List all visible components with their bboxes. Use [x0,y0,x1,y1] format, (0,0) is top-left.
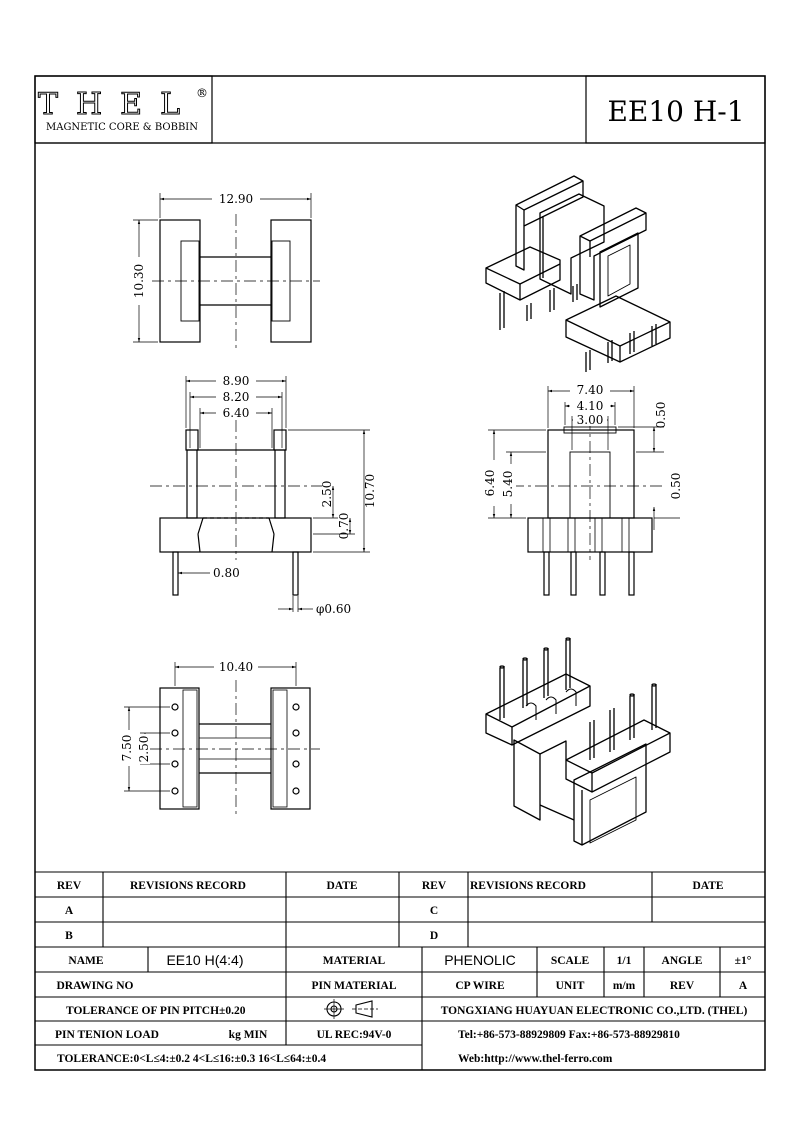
date-header: DATE [326,880,357,892]
dim-side-h3: 6.40 [483,470,497,497]
material-value: PHENOLIC [444,952,516,968]
unit-label: UNIT [556,980,585,992]
part-number: EE10 H-1 [607,95,744,128]
logo: THEL ® MAGNETIC CORE & BOBBIN [34,75,213,144]
name-value: EE10 H(4:4) [166,952,243,968]
dim-side-h2: 0.50 [669,473,683,500]
revisions-record-header: REVISIONS RECORD [130,880,246,892]
dim-bottom-width: 10.40 [219,660,253,674]
rev-b: B [65,930,73,942]
dim-top-width: 12.90 [219,192,253,206]
rev-d: D [430,930,438,942]
dim-bottom-h1: 7.50 [120,735,134,762]
rev-c: C [430,905,438,917]
isometric-view-bottom [485,637,671,846]
pin-tension-load: PIN TENION LOAD [55,1029,159,1041]
name-label: NAME [68,955,103,967]
angle-label: ANGLE [662,955,703,967]
outer-frame [34,75,766,1071]
pin-material-label: PIN MATERIAL [311,980,396,992]
rev-label: REV [670,980,695,992]
dim-front-h2: 0.70 [337,513,351,540]
dim-front-h3: 10.70 [363,474,377,508]
dim-front-h1: 2.50 [320,481,334,508]
front-view [150,376,370,612]
rev-header-right: REV [422,880,447,892]
dim-side-h1: 0.50 [654,402,668,429]
logo-tagline: MAGNETIC CORE & BOBBIN [46,122,198,133]
material-label: MATERIAL [323,955,386,967]
rev-header: REV [57,880,82,892]
bottom-view [124,662,320,815]
dim-front-w3: 6.40 [223,406,250,420]
dim-front-w2: 8.20 [223,390,250,404]
part-number-box [585,75,766,144]
dim-side-w1: 7.40 [577,383,604,397]
dim-front-pin-offset: 0.80 [213,566,240,580]
tolerance-general: TOLERANCE:0<L≤4:±0.2 4<L≤16:±0.3 16<L≤64… [57,1053,326,1065]
title-block [35,871,765,1070]
scale-label: SCALE [551,955,590,967]
logo-brand: THEL [38,87,198,122]
dim-bottom-h2: 2.50 [137,736,151,763]
dim-side-h4: 5.40 [501,471,515,498]
ul-rec: UL REC:94V-0 [317,1029,392,1041]
dim-top-height: 10.30 [132,264,146,298]
revisions-record-header-right: REVISIONS RECORD [470,880,586,892]
kg-min: kg MIN [229,1029,268,1041]
scale-value: 1/1 [617,955,632,967]
isometric-view-top [485,175,671,372]
tolerance-pin-pitch: TOLERANCE OF PIN PITCH±0.20 [66,1005,246,1017]
dim-front-w1: 8.90 [223,374,250,388]
logo-registered: ® [196,86,208,100]
unit-value: m/m [613,980,636,992]
drawing-no-label: DRAWING NO [57,980,134,992]
website: Web:http://www.thel-ferro.com [458,1053,613,1065]
date-header-right: DATE [692,880,723,892]
dim-side-w3: 3.00 [577,413,604,427]
company-name: TONGXIANG HUAYUAN ELECTRONIC CO.,LTD. (T… [441,1005,748,1017]
angle-value: ±1° [735,955,752,967]
cp-wire: CP WIRE [455,980,505,992]
dim-front-pin-dia: φ0.60 [316,602,351,616]
side-view [488,386,680,596]
dim-side-w2: 4.10 [577,399,604,413]
tel-fax: Tel:+86-573-88929809 Fax:+86-573-8892981… [458,1029,680,1041]
rev-a: A [65,905,74,917]
top-view [133,193,320,348]
rev-value: A [739,980,748,992]
